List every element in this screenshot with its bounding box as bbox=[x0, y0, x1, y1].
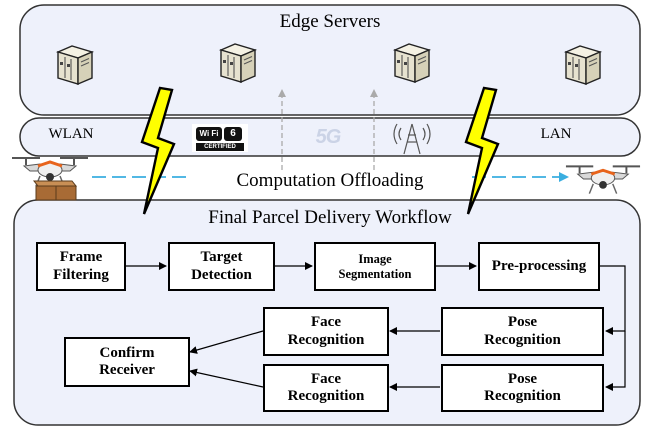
pre-processing-label: Pre-processing bbox=[491, 257, 587, 274]
face-recognition-label: Face Recognition bbox=[287, 314, 365, 348]
target-detection-box: Target Detection bbox=[168, 242, 275, 291]
flow-arrow bbox=[600, 265, 626, 335]
wifi-logo-text: Wi Fi bbox=[199, 129, 219, 138]
computation-offloading-label: Computation Offloading bbox=[190, 170, 470, 192]
server-icon bbox=[220, 43, 256, 83]
cell-tower-icon bbox=[393, 123, 431, 155]
wifi6-certified-logo bbox=[192, 124, 248, 152]
server-icon bbox=[394, 43, 430, 83]
frame-filtering-label: Frame Filtering bbox=[53, 249, 109, 283]
workflow-title: Final Parcel Delivery Workflow bbox=[208, 207, 452, 228]
edge-servers-title: Edge Servers bbox=[279, 11, 381, 32]
pose-recognition-label: Pose Recognition bbox=[484, 314, 561, 348]
image-segmentation-label: Image Segmentation bbox=[338, 252, 412, 281]
frame-filtering-box: Frame Filtering bbox=[36, 242, 126, 291]
pose-recognition-box: Pose Recognition bbox=[441, 307, 604, 356]
pose-recognition-box: Pose Recognition bbox=[441, 364, 604, 412]
confirm-receiver-box: Confirm Receiver bbox=[64, 337, 190, 387]
flow-arrow bbox=[189, 330, 264, 354]
pose-recognition-label: Pose Recognition bbox=[484, 370, 561, 404]
confirm-receiver-label: Confirm Receiver bbox=[99, 344, 155, 378]
image-segmentation-box: Image Segmentation bbox=[314, 242, 436, 291]
target-detection-label: Target Detection bbox=[191, 249, 252, 283]
parcel-box-icon bbox=[32, 180, 78, 201]
wifi-version-text: 6 bbox=[230, 128, 236, 139]
flow-arrow bbox=[605, 331, 626, 391]
lan-label: LAN bbox=[540, 126, 572, 142]
server-icon bbox=[565, 45, 601, 85]
drone-icon bbox=[564, 164, 642, 196]
wifi-certified-text: CERTIFIED bbox=[204, 144, 236, 150]
face-recognition-label: Face Recognition bbox=[287, 370, 365, 404]
flow-arrow bbox=[189, 368, 264, 388]
server-icon bbox=[57, 45, 93, 85]
wlan-label: WLAN bbox=[48, 126, 94, 142]
5g-logo-text: 5G bbox=[315, 126, 342, 148]
face-recognition-box: Face Recognition bbox=[263, 364, 389, 412]
face-recognition-box: Face Recognition bbox=[263, 307, 389, 356]
pre-processing-box: Pre-processing bbox=[478, 242, 600, 291]
